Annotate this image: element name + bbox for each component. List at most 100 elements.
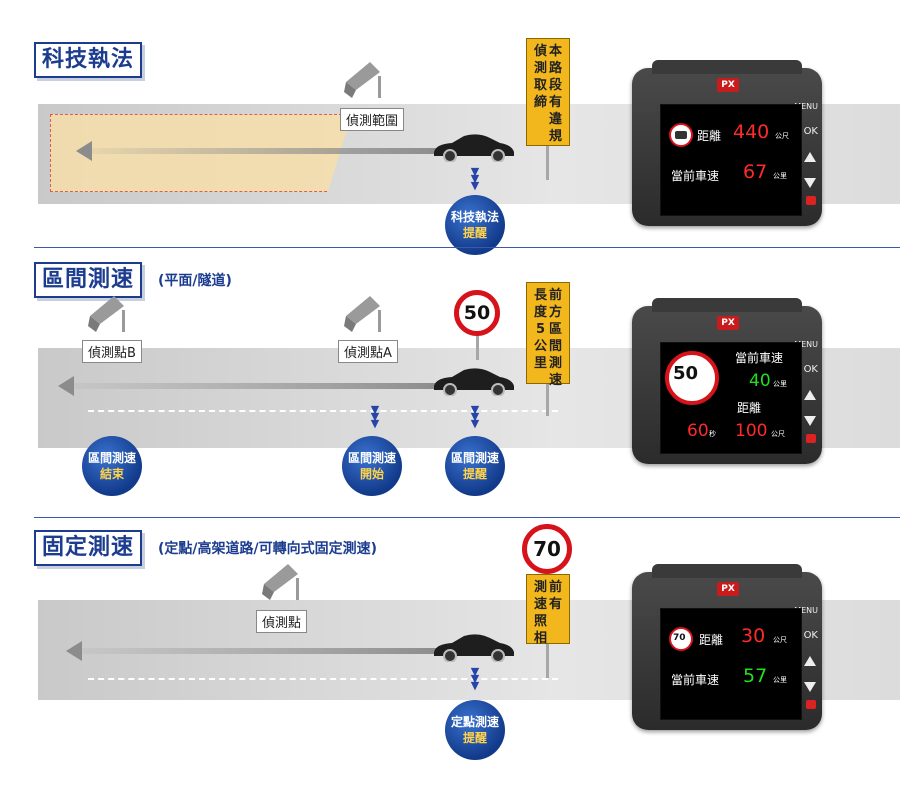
speed-label: 當前車速 [671,169,720,183]
warning-sign: 本 路 段 有 違 規 偵 測 取 締 [526,38,570,146]
car-icon [434,634,514,662]
speed-limit-value: 70 [673,633,686,643]
distance-label: 距離 [737,401,762,415]
time-unit: 秒 [709,430,716,438]
distance-value: 440 [733,121,770,143]
camera-icon [344,296,381,332]
direction-arrow [74,383,442,389]
down-button[interactable] [804,682,816,692]
device-top [652,564,802,578]
camera-label-b: 偵測點B [82,340,142,363]
section-divider [34,247,900,248]
warning-sign: 前 有 測 速 照 相 [526,574,570,646]
speed-label: 當前車速 [671,673,720,687]
badge-text: 定點測速 [450,715,499,729]
badge-text: 區間測速 [450,451,499,465]
sign-pole [546,380,549,416]
brand-logo: PX [717,316,739,330]
chevron-down-icon: ▼▼▼ [470,165,480,192]
reminder-badge: 區間測速 提醒 [445,436,505,496]
direction-arrow-head [58,376,74,396]
speed-unit: 公里 [773,172,787,180]
sign-text: 長 度 5 公 里 [533,288,547,371]
section-subtitle: (平面/隧道) [158,273,232,289]
sign-text: 測 速 照 相 [533,580,547,646]
distance-value: 100 [735,421,768,441]
sign-pole [546,642,549,678]
camera-label: 偵測點 [256,610,308,633]
radar-device: PX MENU OK 距離 440 公尺 當前車速 67 公里 [632,60,822,226]
speed-value: 57 [743,665,768,687]
sign-pole [546,130,549,180]
lock-icon[interactable] [806,434,816,443]
device-top [652,298,802,312]
car-icon [434,368,514,396]
start-badge: 區間測速 開始 [342,436,402,496]
device-screen: 距離 440 公尺 當前車速 67 公里 [660,104,802,216]
camera-label-a: 偵測點A [338,340,398,363]
section-subtitle: (定點/高架道路/可轉向式固定測速) [158,541,378,557]
end-badge: 區間測速 結束 [82,436,142,496]
menu-button[interactable]: MENU [794,340,818,349]
speed-unit: 公里 [773,380,787,388]
distance-unit: 公尺 [771,430,785,438]
section-title-fixed-speed: 固定測速 [34,530,143,566]
ok-button[interactable]: OK [803,630,818,641]
reminder-badge: 科技執法 提醒 [445,195,505,255]
warning-sign: 前 方 區 間 測 速 長 度 5 公 里 [526,282,570,388]
camera-label: 偵測範圍 [340,108,405,131]
badge-subtext: 提醒 [462,467,487,481]
ok-button[interactable]: OK [803,126,818,137]
chevron-down-icon: ▼▼▼ [470,665,480,692]
radar-device: PX MENU OK 70 距離 30 公尺 當前車速 57 公里 [632,564,822,730]
menu-button[interactable]: MENU [794,606,818,615]
distance-unit: 公尺 [775,132,789,140]
lane-marking [88,678,558,680]
lock-icon[interactable] [806,196,816,205]
device-screen: 70 距離 30 公尺 當前車速 57 公里 [660,608,802,720]
speed-limit-sign: 70 [522,524,572,574]
speed-limit-sign: 50 [454,290,500,336]
direction-arrow-head [66,641,82,661]
badge-text: 區間測速 [87,451,136,465]
radar-device: PX MENU OK 50 當前車速 40 公里 距離 60 秒 100 公尺 [632,298,822,464]
chevron-down-icon: ▼▼▼ [370,403,380,430]
down-button[interactable] [804,416,816,426]
badge-subtext: 結束 [99,467,124,481]
camera-icon [344,62,381,98]
badge-subtext: 提醒 [462,731,487,745]
speed-limit-icon [665,351,719,405]
up-button[interactable] [804,656,816,666]
down-button[interactable] [804,178,816,188]
camera-icon [262,564,299,600]
chevron-down-icon: ▼▼▼ [470,403,480,430]
direction-arrow [92,148,442,154]
distance-label: 距離 [697,129,722,143]
lane-marking [88,410,558,412]
sign-text: 本 路 段 有 違 規 [548,44,562,144]
speed-value: 67 [743,161,768,183]
distance-unit: 公尺 [773,636,787,644]
time-value: 60 [687,421,709,441]
section-title-average-speed: 區間測速 [34,262,143,298]
device-top [652,60,802,74]
up-button[interactable] [804,152,816,162]
menu-button[interactable]: MENU [794,102,818,111]
badge-text: 區間測速 [347,451,396,465]
direction-arrow-head [76,141,92,161]
lock-icon[interactable] [806,700,816,709]
distance-value: 30 [741,625,766,647]
speed-unit: 公里 [773,676,787,684]
up-button[interactable] [804,390,816,400]
badge-text: 科技執法 [450,210,499,224]
camera-icon [88,296,125,332]
badge-subtext: 提醒 [462,226,487,240]
ok-button[interactable]: OK [803,364,818,375]
car-icon [434,134,514,162]
distance-label: 距離 [699,633,724,647]
section-title-tech-enforcement: 科技執法 [34,42,143,78]
section-divider [34,517,900,518]
speed-limit-icon [669,627,693,651]
reminder-badge: 定點測速 提醒 [445,700,505,760]
direction-arrow [82,648,442,654]
